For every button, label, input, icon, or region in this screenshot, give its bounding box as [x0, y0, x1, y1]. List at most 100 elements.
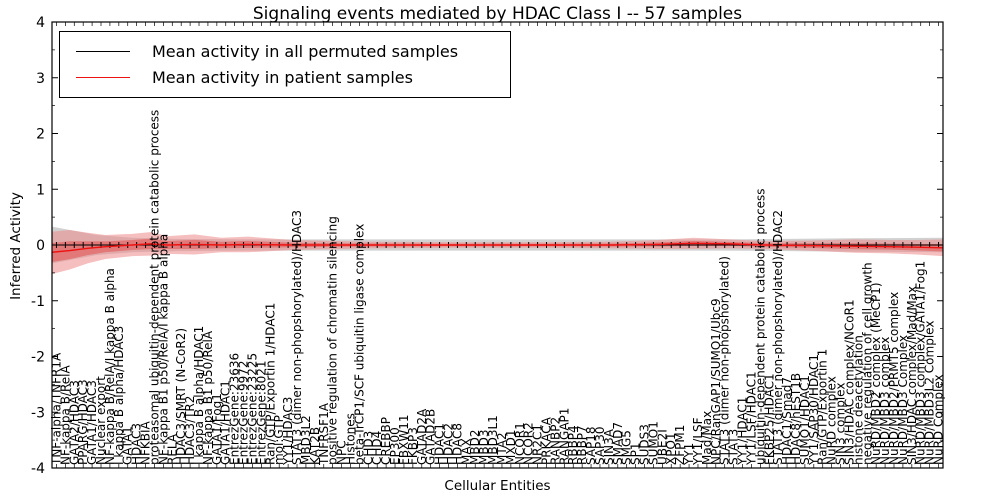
svg-text:NCOR1: NCOR1: [513, 422, 527, 465]
plot-frame: [51, 21, 944, 469]
y-tick-label: 3: [36, 71, 45, 87]
svg-text:NuRD/MBD2 complex (MeCP1): NuRD/MBD2 complex (MeCP1): [869, 283, 883, 466]
svg-text:SAP18: SAP18: [584, 426, 598, 465]
svg-text:EntrezGene:8021: EntrezGene:8021: [254, 361, 268, 466]
svg-text:SUMO1: SUMO1: [646, 421, 660, 465]
svg-text:NF-kappa B1 p50/RelA/I kappa B: NF-kappa B1 p50/RelA/I kappa B alpha: [156, 234, 170, 465]
svg-text:CHD3: CHD3: [361, 431, 375, 465]
svg-text:MBD2: MBD2: [468, 430, 482, 465]
svg-text:GATAD2A: GATAD2A: [415, 408, 429, 465]
svg-text:I kappa B alpha/HDAC1: I kappa B alpha/HDAC1: [192, 326, 206, 465]
x-axis-label: Cellular Entities: [444, 478, 551, 494]
svg-text:SMG5: SMG5: [620, 430, 634, 465]
svg-text:PPARG/HDAC3: PPARG/HDAC3: [76, 379, 90, 465]
svg-text:YY1/SAP30/HDAC1: YY1/SAP30/HDAC1: [807, 354, 821, 466]
svg-text:STAT3 (dimer non-phopshorylate: STAT3 (dimer non-phopshorylated)/HDAC2: [771, 210, 785, 465]
svg-text:YY1/LSF/HDAC1: YY1/LSF/HDAC1: [744, 371, 758, 466]
y-tick-label: -4: [31, 461, 45, 477]
svg-text:YY1/HDAC3: YY1/HDAC3: [281, 397, 295, 466]
svg-text:MTA2: MTA2: [495, 432, 509, 465]
legend-entry-patient: Mean activity in patient samples: [60, 64, 510, 90]
svg-text:MXD1: MXD1: [504, 430, 518, 465]
svg-text:NF-kappa B/RelA/I kappa B alph: NF-kappa B/RelA/I kappa B alpha: [103, 268, 117, 465]
svg-text:STAT3: STAT3: [727, 429, 741, 465]
svg-text:SUDS3: SUDS3: [638, 424, 652, 465]
svg-text:FBXW11: FBXW11: [397, 415, 411, 466]
svg-text:RANGAP1: RANGAP1: [557, 408, 571, 465]
svg-text:RBBP4: RBBP4: [566, 425, 580, 465]
y-tick-label: -1: [31, 294, 45, 310]
svg-text:STAT3 (dimer non-phopshorylate: STAT3 (dimer non-phopshorylated)/HDAC3: [290, 210, 304, 465]
svg-text:STAT3 (dimer non-phopshorylate: STAT3 (dimer non-phopshorylated): [718, 256, 732, 465]
svg-text:TNF-alpha/TNFR1A: TNF-alpha/TNFR1A: [49, 352, 63, 466]
y-tick-label: 1: [36, 182, 45, 198]
svg-text:RBBP7: RBBP7: [575, 425, 589, 465]
svg-text:proteasomal ubiquitin-dependen: proteasomal ubiquitin-dependent protein …: [147, 110, 161, 465]
svg-text:SMAD7: SMAD7: [611, 422, 625, 465]
svg-text:FKBP3: FKBP3: [406, 427, 420, 465]
svg-text:TNFRSF1A: TNFRSF1A: [317, 402, 331, 466]
svg-text:ubiquitin-dependent protein ca: ubiquitin-dependent protein catabolic pr…: [753, 189, 767, 465]
svg-text:Ran/GTP/Exportin 1/HDAC1: Ran/GTP/Exportin 1/HDAC1: [263, 303, 277, 465]
svg-text:SIN3A: SIN3A: [602, 428, 616, 465]
legend-line-patient-icon: [76, 76, 130, 78]
svg-text:EntrezGene:9972: EntrezGene:9972: [237, 361, 251, 466]
svg-text:NuRD complex: NuRD complex: [825, 376, 839, 465]
svg-text:YY1/HDAC1: YY1/HDAC1: [736, 397, 750, 466]
svg-text:CREBBP: CREBBP: [379, 417, 393, 465]
svg-text:MBD3L1: MBD3L1: [486, 415, 500, 465]
svg-text:NuRD Complex: NuRD Complex: [932, 374, 946, 465]
svg-text:NuRD/MBD3 Complex: NuRD/MBD3 Complex: [896, 335, 910, 465]
svg-text:XPO1: XPO1: [664, 432, 678, 465]
svg-text:EntrezGene:23636: EntrezGene:23636: [228, 353, 242, 465]
svg-text:HDAC3/SMRT (N-CoR2): HDAC3/SMRT (N-CoR2): [174, 328, 188, 465]
svg-text:EP300: EP300: [388, 427, 402, 465]
svg-text:SP1: SP1: [629, 443, 643, 466]
svg-text:ZFPM1: ZFPM1: [673, 425, 687, 465]
chart-title: Signaling events mediated by HDAC Class …: [252, 4, 743, 24]
mean-line-patient: [51, 242, 944, 253]
svg-text:YY1/LSF: YY1/LSF: [691, 417, 705, 466]
svg-text:YY1: YY1: [682, 443, 696, 466]
svg-text:HDAC3: HDAC3: [130, 423, 144, 465]
svg-text:SIN3 complex: SIN3 complex: [834, 383, 848, 465]
svg-text:MBD3L2: MBD3L2: [299, 415, 313, 465]
svg-text:MAX: MAX: [459, 438, 473, 465]
svg-text:MBD3: MBD3: [477, 430, 491, 465]
svg-text:Mad/Max: Mad/Max: [700, 411, 714, 465]
svg-text:NuRD/MBD2/PRMT5 complex: NuRD/MBD2/PRMT5 complex: [887, 292, 901, 465]
y-axis-label: Inferred Activity: [8, 192, 24, 300]
svg-text:GATA1/HDAC1: GATA1/HDAC1: [219, 380, 233, 465]
svg-text:HDAC3/TR2: HDAC3/TR2: [183, 396, 197, 465]
svg-text:beta-TrCP1/SCF ubiquitin ligas: beta-TrCP1/SCF ubiquitin ligase complex: [352, 224, 366, 465]
legend-box: Mean activity in all permuted samples Me…: [59, 31, 511, 98]
svg-text:NuRD/MBD3 complex: NuRD/MBD3 complex: [878, 337, 892, 465]
y-tick-label: 2: [36, 127, 45, 143]
legend-entry-permuted: Mean activity in all permuted samples: [60, 38, 510, 64]
svg-text:PRKACA: PRKACA: [540, 416, 554, 465]
legend-label-patient: Mean activity in patient samples: [152, 67, 413, 87]
svg-text:NF-kappa B/RelA: NF-kappa B/RelA: [58, 365, 72, 465]
svg-text:RANBP2: RANBP2: [548, 417, 562, 465]
svg-text:SIN3/HDAC complex/Mad/Max: SIN3/HDAC complex/Mad/Max: [905, 286, 919, 465]
y-tick-label: 4: [36, 15, 45, 31]
svg-text:HDAC8/hEST1B: HDAC8/hEST1B: [789, 373, 803, 465]
svg-text:positive regulation of chromat: positive regulation of chromatin silenci…: [326, 216, 340, 465]
confidence-bands: [52, 226, 943, 274]
svg-text:EntrezGene:23225: EntrezGene:23225: [245, 353, 259, 465]
svg-text:mol:GTP: mol:GTP: [272, 415, 286, 465]
svg-text:HDAC8: HDAC8: [450, 423, 464, 465]
svg-text:NPC: NPC: [335, 440, 349, 465]
svg-text:GATA1: GATA1: [121, 426, 135, 465]
svg-text:NuRD/MBD3 complex/GATA1/Fog1: NuRD/MBD3 complex/GATA1/Fog1: [914, 261, 928, 465]
svg-text:RELA: RELA: [165, 433, 179, 465]
svg-text:GATA1/Fog1: GATA1/Fog1: [210, 393, 224, 465]
svg-text:negative regulation of cell gr: negative regulation of cell growth: [860, 262, 874, 465]
svg-text:HDAC1: HDAC1: [433, 423, 447, 465]
svg-text:GATA2/HDAC3: GATA2/HDAC3: [67, 380, 81, 465]
svg-text:I kappa B alpha/HDAC3: I kappa B alpha/HDAC3: [112, 326, 126, 465]
